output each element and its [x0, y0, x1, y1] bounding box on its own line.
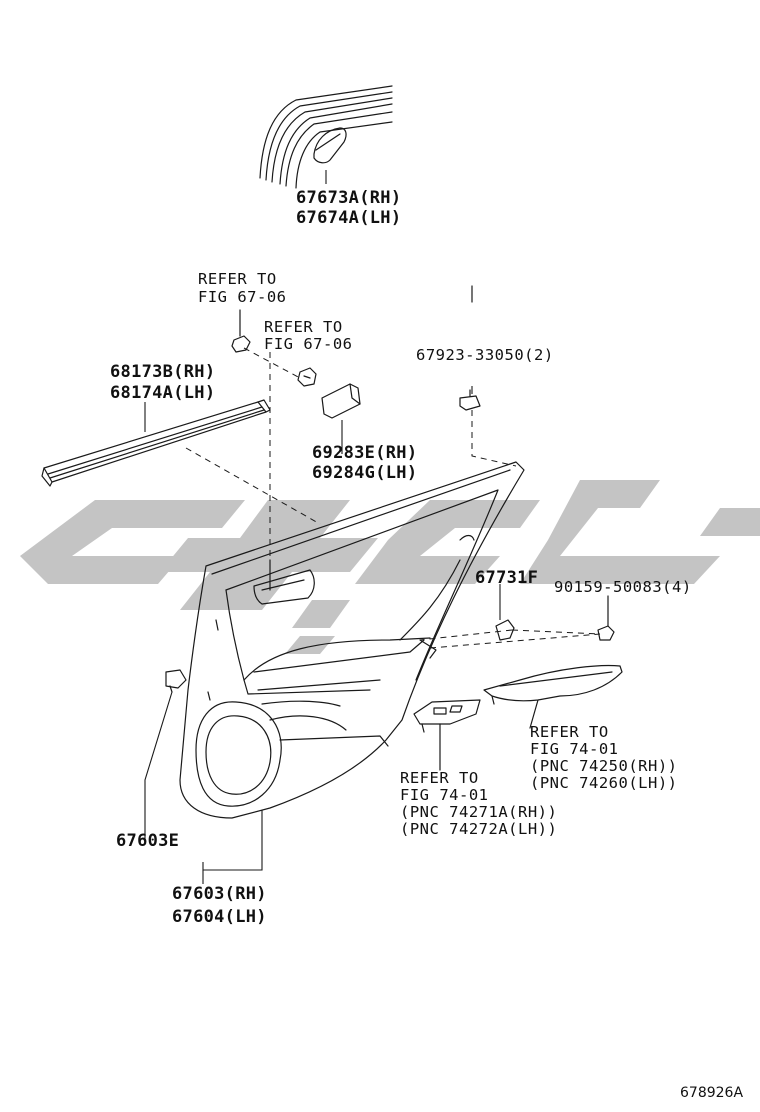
label-refer-d-line2: FIG 74-01	[400, 786, 489, 804]
label-refer-a-line1: REFER TO	[198, 270, 277, 288]
label-weatherstrip-lh: 67674A(LH)	[296, 208, 402, 228]
label-bracket: 67731F	[475, 568, 539, 588]
label-refer-c-line2: FIG 74-01	[530, 740, 619, 758]
cover-part	[321, 383, 361, 419]
dashed-reference-lines	[185, 347, 601, 649]
leader-lines	[144, 170, 501, 884]
label-refer-b-line1: REFER TO	[264, 318, 343, 336]
label-panel-rh: 67603(RH)	[172, 884, 267, 904]
door-trim-panel	[179, 461, 525, 819]
label-screw: 90159-50083(4)	[554, 578, 692, 596]
label-refer-a-line2: FIG 67-06	[198, 288, 287, 306]
screw-part-upper	[297, 367, 317, 387]
armrest-part	[483, 664, 623, 729]
label-refer-d-line3: (PNC 74271A(RH))	[400, 803, 558, 821]
label-refer-d-line4: (PNC 74272A(LH))	[400, 820, 558, 838]
label-moulding-rh: 68173B(RH)	[110, 362, 216, 382]
upper-weatherstrip-part	[259, 85, 393, 189]
figure-code: 678926A	[680, 1085, 744, 1101]
watermark-logo	[20, 480, 760, 654]
side-clip-part	[165, 669, 187, 693]
label-clip-top: 67923-33050(2)	[416, 346, 554, 364]
label-side-clip: 67603E	[116, 831, 180, 851]
label-cover-rh: 69283E(RH)	[312, 443, 418, 463]
bracket-part	[495, 619, 515, 641]
label-refer-b-line2: FIG 67-06	[264, 335, 353, 353]
label-refer-c-line1: REFER TO	[530, 723, 609, 741]
label-refer-c-line3: (PNC 74250(RH))	[530, 757, 678, 775]
label-moulding-lh: 68174A(LH)	[110, 383, 216, 403]
switch-panel-part	[413, 699, 481, 771]
moulding-strip-part	[41, 399, 271, 487]
label-panel-lh: 67604(LH)	[172, 907, 267, 927]
clip-part-upper	[231, 309, 251, 353]
label-cover-lh: 69284G(LH)	[312, 463, 418, 483]
label-refer-c-line4: (PNC 74260(LH))	[530, 774, 678, 792]
label-weatherstrip-rh: 67673A(RH)	[296, 188, 402, 208]
clip-part-right	[459, 285, 481, 411]
screw-part-right	[597, 595, 615, 641]
label-refer-d-line1: REFER TO	[400, 769, 479, 787]
